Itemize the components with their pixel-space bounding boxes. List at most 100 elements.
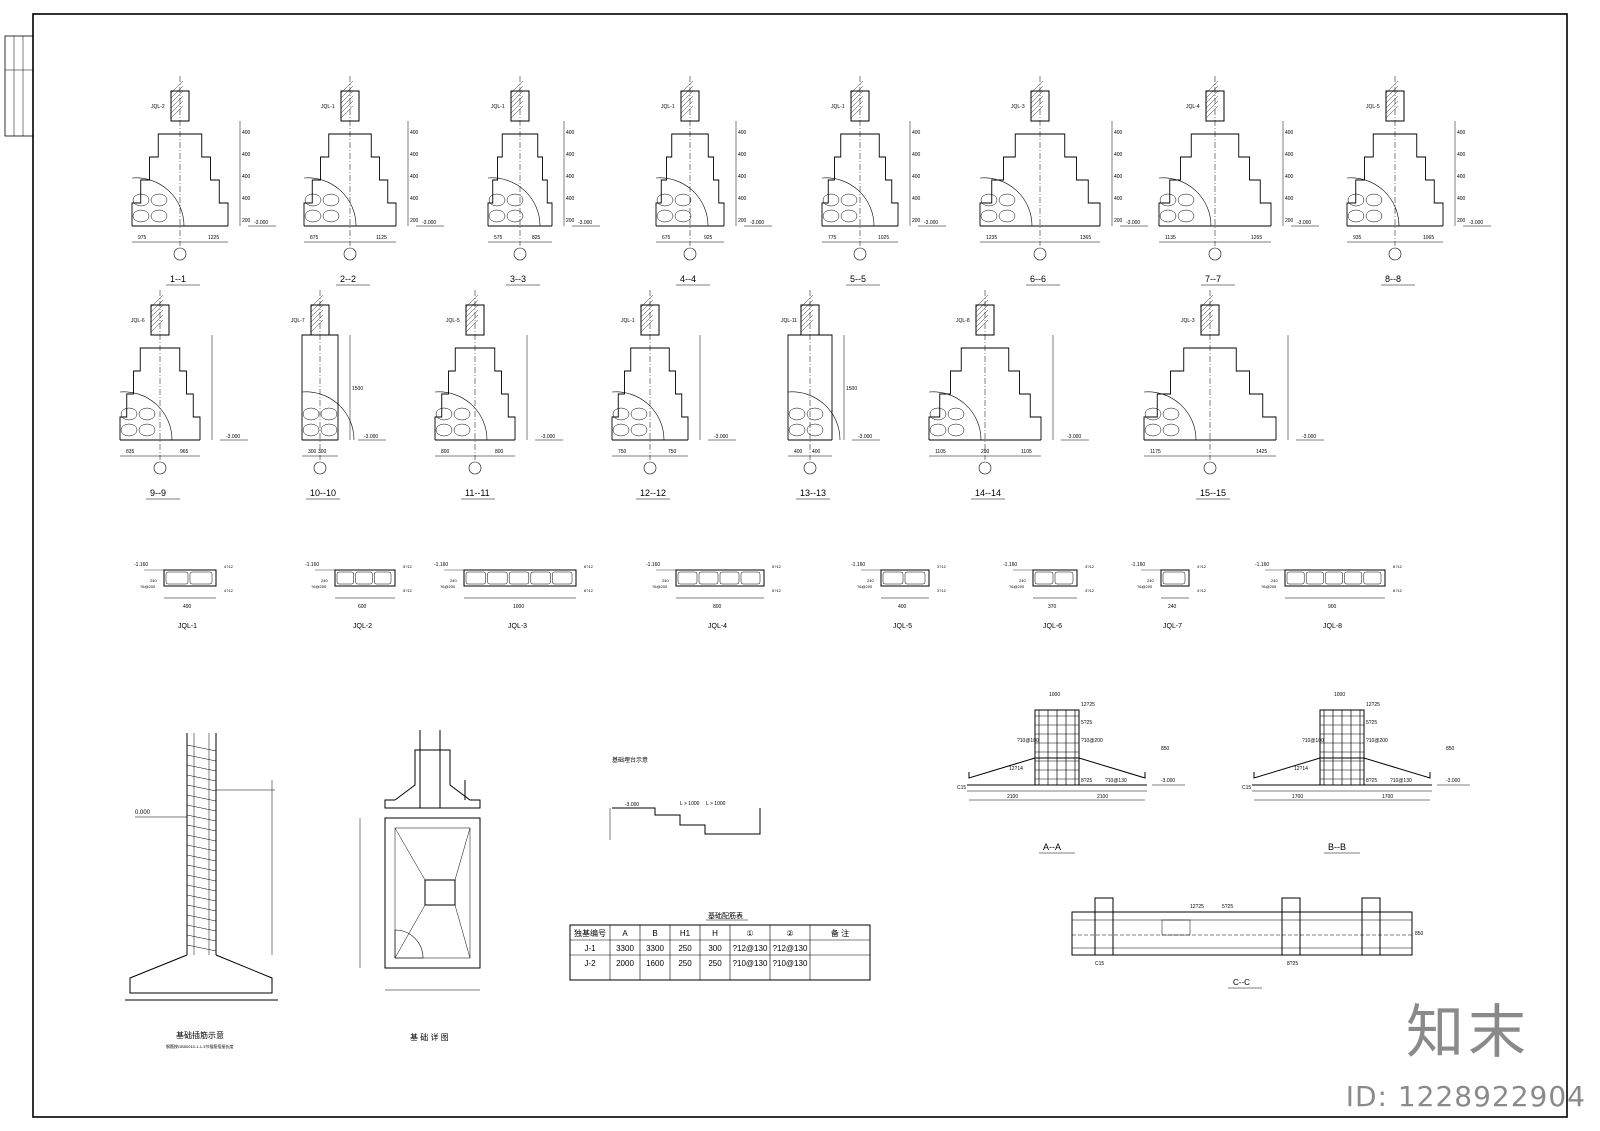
stone	[980, 193, 998, 207]
beam-stirrup: ?6@200	[652, 584, 668, 589]
rubble-arc	[434, 391, 488, 441]
tie	[186, 784, 217, 792]
pile-detail: 0.000 基础插筋示意 钢筋按GB50010-1-1.3节插筋搭接长度	[125, 733, 278, 1049]
hatch	[1205, 85, 1219, 99]
beam-top: 6?12	[1393, 564, 1403, 569]
hatch	[465, 299, 479, 313]
wall-head	[340, 90, 360, 122]
beam-elev: -1.160	[646, 562, 660, 568]
stone	[1159, 193, 1177, 207]
vert-dim-text: 400	[1114, 130, 1123, 136]
beam-tag: JQL-7	[291, 318, 305, 324]
table-frame	[569, 924, 871, 981]
wall-head	[640, 304, 660, 336]
tie	[186, 744, 217, 752]
section-label: 5--5	[850, 274, 866, 284]
stirrup	[165, 571, 189, 585]
dim-right: 965	[180, 449, 189, 455]
hatch	[510, 85, 524, 99]
dim-left: 1235	[986, 235, 997, 241]
tie	[186, 844, 217, 852]
stirrup	[487, 571, 508, 585]
vert-dim-text: 400	[1285, 174, 1294, 180]
table-cell: ?10@130	[733, 959, 768, 968]
table-cell: ②	[786, 929, 793, 938]
hatch	[340, 100, 354, 114]
hatch	[1200, 309, 1214, 323]
r1: 12?25	[1081, 702, 1095, 708]
dim-right: 1365	[1080, 235, 1091, 241]
tie	[186, 924, 217, 932]
stone	[674, 193, 692, 207]
stirrup	[904, 571, 926, 585]
stone	[806, 407, 824, 421]
beam-elev: -1.160	[851, 562, 865, 568]
beam-bot: 4?12	[1197, 588, 1207, 593]
hatch	[800, 319, 814, 333]
beam-elev: -1.160	[1003, 562, 1017, 568]
beam-width: 1000	[513, 604, 524, 610]
hatch	[150, 294, 164, 308]
beam-tag: JQL-3	[1181, 318, 1195, 324]
table-cell: ?12@130	[773, 944, 808, 953]
step-l2: L > 1000	[706, 801, 726, 807]
elev-mark: -3.000	[578, 220, 592, 226]
section-label: B--B	[1328, 842, 1346, 852]
hatch	[850, 80, 864, 94]
beam-tag: JQL-2	[151, 104, 165, 110]
hatch	[310, 319, 324, 333]
hatch	[340, 90, 354, 104]
beam-bot: 5?12	[772, 588, 782, 593]
beam-tag: JQL-5	[1366, 104, 1380, 110]
hatch	[150, 299, 164, 313]
hatch	[800, 294, 814, 308]
hatch	[800, 314, 814, 328]
hatch	[170, 95, 184, 109]
stirrup	[355, 571, 373, 585]
beam-width: 800	[713, 604, 722, 610]
hatch	[680, 105, 694, 119]
beam-stirrup: ?6@200	[857, 584, 873, 589]
step-elev: -3.000	[625, 802, 639, 808]
beam-h: 240	[321, 578, 328, 583]
dim-right: 1125	[376, 235, 387, 241]
stone	[302, 407, 320, 421]
footing-outline	[1346, 133, 1444, 226]
axis-bubble	[468, 461, 482, 475]
tie	[186, 834, 217, 842]
b4: ?10@130	[1390, 778, 1412, 784]
hatch	[465, 319, 479, 333]
beam-bot: 6?12	[584, 588, 594, 593]
beam-top: 3?12	[937, 564, 947, 569]
s1: ?10@100	[1017, 738, 1039, 744]
hatch	[310, 309, 324, 323]
beam-top: 6?12	[584, 564, 594, 569]
table-cell: H1	[680, 929, 691, 938]
tie	[186, 944, 217, 952]
rubble-arc	[1346, 177, 1400, 227]
hatch	[640, 314, 654, 328]
vert-dim-text: 400	[738, 152, 747, 158]
stone	[929, 423, 947, 437]
cap-slope	[1253, 757, 1431, 779]
stone	[822, 209, 840, 223]
hatch	[340, 105, 354, 119]
stone	[120, 423, 138, 437]
vert-dim-text: 400	[738, 130, 747, 136]
table-cell: J-2	[584, 959, 596, 968]
vert-dim-text: 200	[738, 218, 747, 224]
vert-dim-text: 1500	[846, 386, 857, 392]
dim-right: 400	[812, 449, 821, 455]
rubble-arc	[928, 391, 982, 441]
pile-caption: 基础插筋示意	[176, 1030, 224, 1040]
table-cell: ①	[746, 929, 753, 938]
hatch	[975, 309, 989, 323]
axis-bubble	[1208, 247, 1222, 261]
hatch	[1030, 105, 1044, 119]
stone	[506, 193, 524, 207]
table-cell: ?12@130	[733, 944, 768, 953]
b3: 8?25	[1081, 778, 1092, 784]
section-label: 7--7	[1205, 274, 1221, 284]
stone	[656, 209, 674, 223]
